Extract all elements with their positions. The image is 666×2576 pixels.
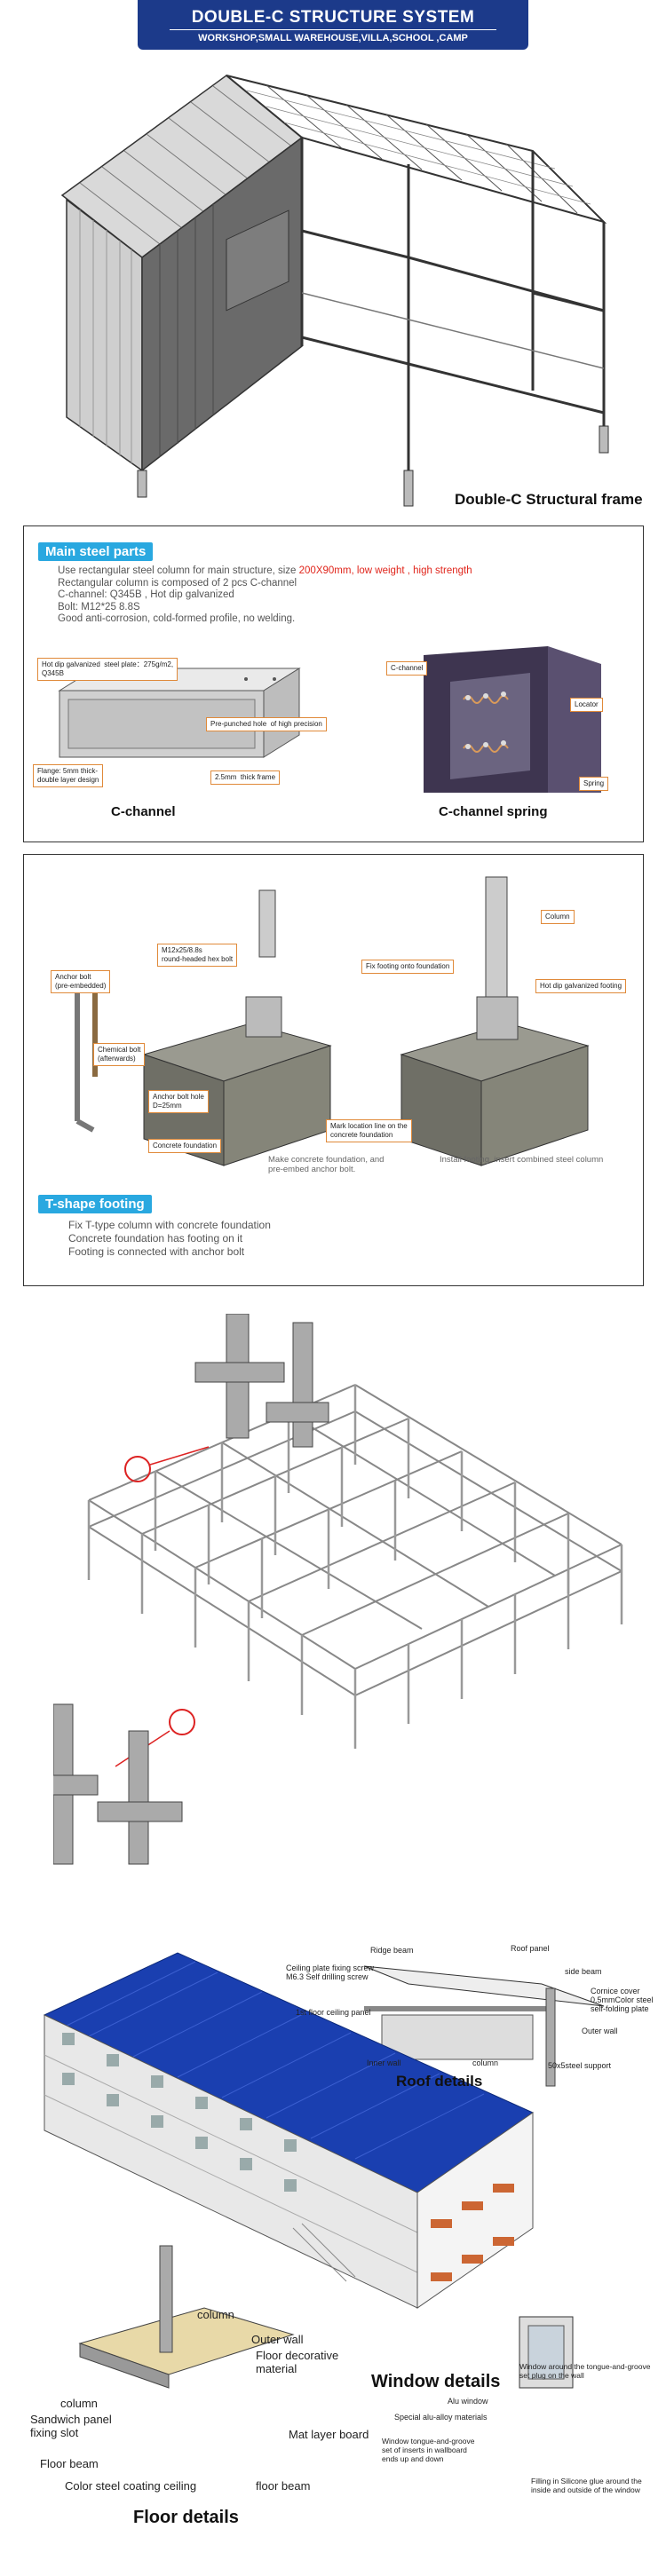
callout-thick-frame: 2.5mm thick frame (210, 770, 281, 785)
callout-locator: Locator (570, 698, 603, 712)
roof-details-title: Roof details (396, 2073, 483, 2090)
label-column: column (472, 2058, 499, 2067)
footing-line-1: Fix T-type column with concrete foundati… (68, 1219, 271, 1231)
label-alu-window: Alu window (448, 2397, 488, 2406)
spec-line-4: Bolt: M12*25 8.8S (58, 601, 140, 612)
c-channel-spring-title: C-channel spring (439, 804, 548, 819)
t-shape-footing-badge: T-shape footing (38, 1195, 152, 1213)
spec-line-3: C-channel: Q345B , Hot dip galvanized (58, 589, 234, 600)
double-c-frame-illustration (60, 75, 609, 507)
label-floor-beam-left: Floor beam (40, 2457, 99, 2470)
label-tongue-groove: Window around the tongue-and-groove set … (519, 2362, 651, 2380)
footing-line-2: Concrete foundation has footing on it (68, 1232, 243, 1245)
callout-column: Column (541, 910, 575, 924)
main-steel-parts-panel: Main steel parts Use rectangular steel c… (23, 525, 644, 842)
label-side-beam: side beam (565, 1967, 602, 1976)
label-wallboard-inserts: Window tongue-and-groove set of inserts … (382, 2437, 475, 2463)
label-ridge-beam: Ridge beam (370, 1946, 414, 1955)
spec-line-1b: 200X90mm, low weight , high strength (298, 565, 472, 576)
spec-line-2: Rectangular column is composed of 2 pcs … (58, 577, 297, 589)
t-shape-footing-panel: Anchor bolt (pre-embedded) Chemical bolt… (23, 854, 644, 1286)
main-steel-text: Use rectangular steel column for main st… (58, 565, 472, 626)
callout-mark-location: Mark location line on the concrete found… (326, 1119, 412, 1142)
callout-pre-punched: Pre-punched hole of high precision (206, 717, 327, 731)
label-steel-support: 50x5steel support (548, 2061, 612, 2070)
label-silicone: Filling in Silicone glue around the insi… (531, 2477, 642, 2494)
footing-illustration (75, 876, 590, 1166)
label-floor-outer-wall: Outer wall (251, 2333, 304, 2346)
callout-chemical-bolt: Chemical bolt (afterwards) (93, 1043, 146, 1066)
callout-m12-bolt: M12x25/8.8s round-headed hex bolt (157, 944, 238, 967)
callout-concrete: Concrete foundation (148, 1139, 222, 1153)
label-alu-alloy: Special alu-alloy materials (394, 2413, 488, 2422)
steel-frame-grid-illustration (53, 1314, 623, 1865)
label-floor-beam-right: floor beam (256, 2479, 311, 2493)
c-channel-title: C-channel (111, 804, 176, 819)
footing-text: Fix T-type column with concrete foundati… (68, 1219, 271, 1259)
label-outer-wall: Outer wall (582, 2027, 618, 2035)
label-floor-column-top: column (197, 2308, 234, 2321)
callout-spring: Spring (579, 777, 609, 791)
label-ceiling-coating: Color steel coating ceiling (65, 2479, 197, 2493)
label-floor-decorative: Floor decorative material (256, 2349, 339, 2375)
footing-note-right: Install footing, insert combined steel c… (440, 1155, 604, 1165)
window-details-title: Window details (371, 2372, 501, 2391)
callout-c-channel: C-channel (386, 661, 428, 676)
footing-line-3: Footing is connected with anchor bolt (68, 1245, 245, 1258)
callout-fix-footing: Fix footing onto foundation (361, 960, 455, 974)
c-channel-spring-illustration (415, 646, 610, 793)
callout-hot-dip-footing: Hot dip galvanized footing (535, 979, 627, 993)
label-roof-panel: Roof panel (511, 1944, 550, 1953)
label-sandwich-slot: Sandwich panel fixing slot (30, 2413, 112, 2439)
label-inner-wall: Inner wall (367, 2058, 401, 2067)
label-floor-column-left: column (60, 2397, 98, 2410)
callout-hot-dip-plate: Hot dip galvanized steel plate：275g/m2, … (37, 658, 178, 681)
header-banner: DOUBLE-C STRUCTURE SYSTEM WORKSHOP,SMALL… (138, 0, 528, 50)
header-subtitle: WORKSHOP,SMALL WAREHOUSE,VILLA,SCHOOL ,C… (198, 33, 468, 43)
header-rule (170, 29, 496, 30)
callout-anchor-bolt: Anchor bolt (pre-embedded) (51, 970, 111, 993)
spec-line-1a: Use rectangular steel column for main st… (58, 565, 299, 576)
callout-anchor-hole: Anchor bolt hole D=25mm (148, 1090, 209, 1113)
header-title: DOUBLE-C STRUCTURE SYSTEM (191, 8, 475, 27)
footing-note-left: Make concrete foundation, and pre-embed … (268, 1155, 385, 1174)
building-illustration (43, 1952, 605, 2389)
floor-details-title: Floor details (133, 2508, 239, 2527)
main-steel-badge: Main steel parts (38, 542, 154, 561)
label-mat-layer: Mat layer board (289, 2428, 369, 2441)
label-ceiling-screw: Ceiling plate fixing screw M6.3 Self dri… (286, 1964, 375, 1981)
frame-caption: Double-C Structural frame (455, 491, 643, 508)
spec-line-5: Good anti-corrosion, cold-formed profile… (58, 613, 296, 624)
label-ceiling-panel: 1st floor ceiling panel (296, 2008, 371, 2017)
label-cornice: Cornice cover 0.5mmColor steel self-fold… (591, 1987, 654, 2013)
callout-flange: Flange: 5mm thick- double layer design (33, 764, 104, 787)
